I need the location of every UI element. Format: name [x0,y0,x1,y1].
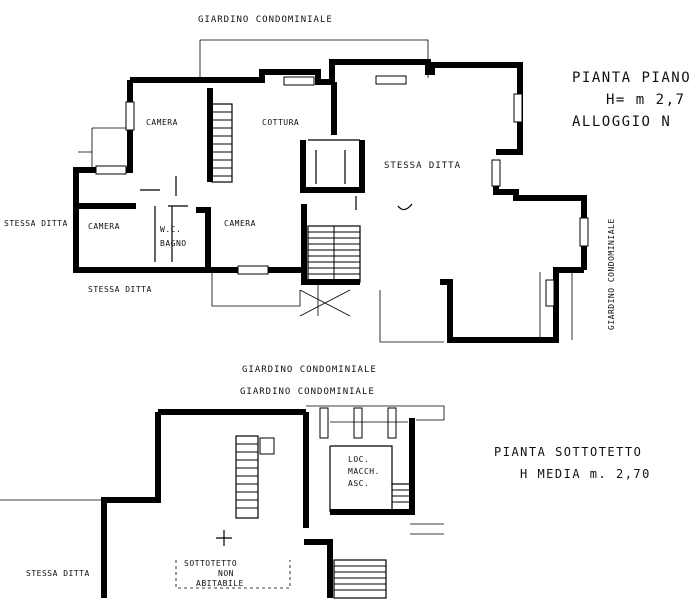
balcony-south [211,270,301,307]
window-6 [579,217,589,247]
attic-boundary-lines [410,419,444,535]
label-bedroom-top: CAMERA [146,118,178,127]
label-bedroom-left: CAMERA [88,222,120,231]
label-wc: W.C. [160,225,181,234]
interior-wall-5 [196,207,211,268]
label-garden-right: GIARDINO CONDOMINIALE [607,218,616,330]
attic-window-3 [387,407,397,439]
title-attic-1: PIANTA SOTTOTETTO [494,445,642,459]
window-8 [237,265,269,275]
interior-wall-3 [300,140,365,193]
label-attic-2: NON [218,569,234,578]
title-main-1: PIANTA PIANO [572,70,690,86]
attic-window-1 [319,407,329,439]
label-garden-top: GIARDINO CONDOMINIALE [198,15,333,25]
window-2 [375,75,407,85]
attic-room-dashed [175,560,291,589]
main-floor-plan [73,39,589,343]
attic-staircase-2 [333,559,387,599]
balcony-east [539,272,573,340]
label-other-owner-center: STESSA DITTA [384,161,461,171]
attic-machine-room [329,445,393,512]
closet-outline [308,139,360,184]
window-5 [491,159,501,187]
label-garden-mid-1: GIARDINO CONDOMINIALE [242,365,377,375]
attic-boundary-north [306,405,445,420]
interior-wall-6 [301,204,360,285]
label-kitchen: COTTURA [262,118,299,127]
window-3 [125,101,135,131]
attic-wall-south [304,539,333,598]
window-9 [95,165,127,175]
outer-wall-east [493,175,587,270]
label-bedroom-right: CAMERA [224,219,256,228]
landing-cross [299,282,351,317]
label-machine-2: MACCH. [348,467,380,476]
outer-wall-south-east [440,267,584,343]
outer-wall-north [130,59,523,155]
title-attic-2: H MEDIA m. 2,70 [520,467,651,481]
attic-wall-west [101,412,161,598]
attic-vent [259,437,275,455]
window-1 [283,76,315,86]
attic-window-2 [353,407,363,439]
label-machine-3: ASC. [348,479,369,488]
title-main-2: H= m 2,7 [606,92,685,108]
main-staircase-1 [211,103,233,183]
main-staircase-2 [307,225,361,283]
label-attic-1: SOTTOTETTO [184,559,237,568]
window-4 [513,93,523,123]
attic-plan [0,405,445,599]
balcony-west [78,127,128,170]
title-main-3: ALLOGGIO N [572,114,671,130]
attic-staircase-3 [391,483,411,511]
attic-staircase-1 [235,435,259,519]
balcony-center [379,290,444,343]
label-other-owner-attic: STESSA DITTA [26,569,90,578]
label-machine-1: LOC. [348,455,369,464]
interior-wall-thin [154,206,173,262]
door-marks [140,176,357,210]
door-swing [397,203,413,211]
label-other-owner-left: STESSA DITTA [4,219,68,228]
label-other-owner-bottom: STESSA DITTA [88,285,152,294]
attic-wall-east [330,418,415,515]
window-7 [545,279,555,307]
label-garden-mid-2: GIARDINO CONDOMINIALE [240,387,375,397]
label-other-owner-center-line: STESSA DITTA [384,161,461,171]
outer-wall-west [73,80,208,273]
label-bathroom: BAGNO [160,239,187,248]
attic-cross-mark [216,530,232,546]
label-attic-3: ABITABILE [196,579,244,588]
